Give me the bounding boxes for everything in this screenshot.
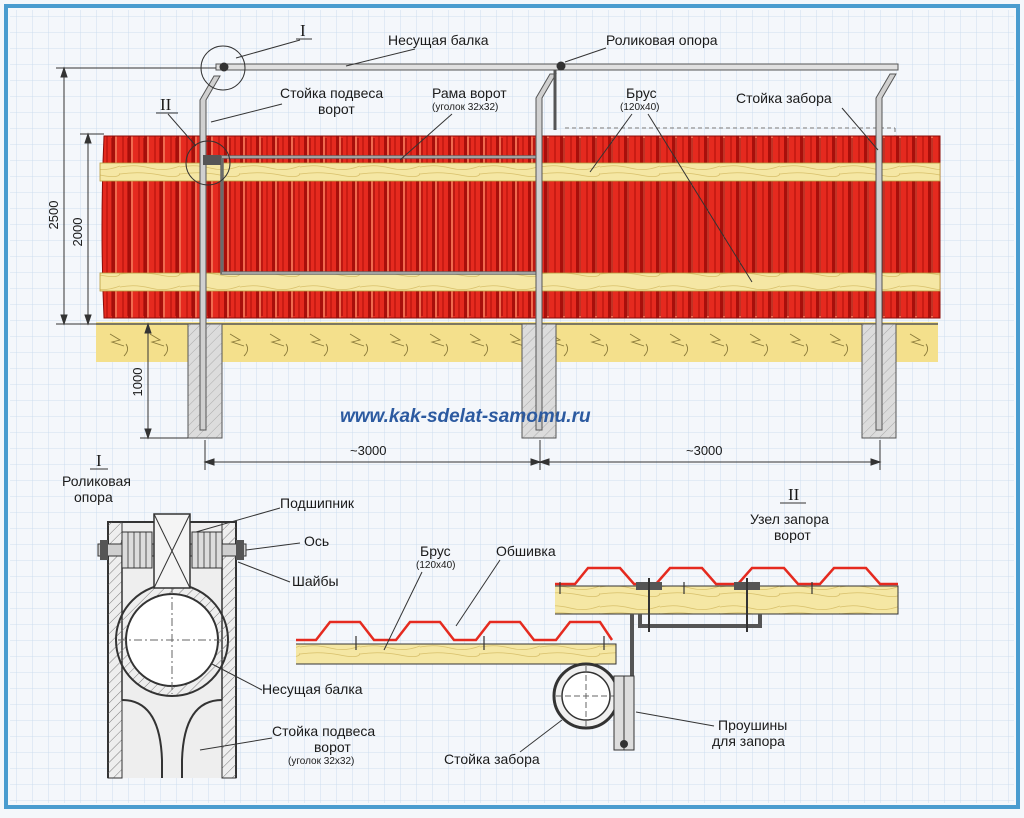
detail-I-title-2: опора bbox=[74, 489, 113, 505]
label-mark-I: I bbox=[300, 21, 306, 40]
label-gate-post: Стойка подвеса bbox=[280, 85, 383, 101]
dim-total-height: 2500 bbox=[46, 201, 61, 230]
detail-II-title-2: ворот bbox=[774, 527, 811, 543]
label-bearing-beam: Несущая балка bbox=[388, 32, 489, 48]
dimension-lines bbox=[56, 66, 882, 470]
detail-I-axle: Ось bbox=[304, 533, 329, 549]
detail-II-cladding: Обшивка bbox=[496, 543, 556, 559]
bar-bottom bbox=[99, 272, 941, 292]
detail-II-lugs-2: для запора bbox=[712, 733, 785, 749]
dim-depth: 1000 bbox=[130, 368, 145, 397]
watermark: www.kak-sdelat-samomu.ru bbox=[340, 406, 591, 427]
ground-strip bbox=[96, 322, 938, 362]
detail-II-mark: II bbox=[788, 485, 800, 504]
label-gate-frame-note: (уголок 32х32) bbox=[432, 102, 498, 113]
detail-I-roller-support: I Роликовая опора Подшипник Ось bbox=[62, 451, 375, 779]
label-fence-post: Стойка забора bbox=[736, 90, 832, 106]
detail-circle-II bbox=[185, 140, 231, 186]
detail-I-post-2: ворот bbox=[314, 739, 351, 755]
roller-middle bbox=[556, 61, 566, 71]
dim-span-right: ~3000 bbox=[686, 443, 723, 458]
label-bar: Брус bbox=[626, 85, 657, 101]
detail-II-title-1: Узел запора bbox=[750, 511, 829, 527]
detail-II-lugs-1: Проушины bbox=[718, 717, 787, 733]
label-mark-II: II bbox=[160, 95, 172, 114]
label-bar-size: (120х40) bbox=[620, 102, 659, 113]
fence-post bbox=[875, 73, 897, 431]
detail-I-bearing: Подшипник bbox=[280, 495, 355, 511]
detail-I-title-1: Роликовая bbox=[62, 473, 131, 489]
dim-sheet-height: 2000 bbox=[70, 218, 85, 247]
detail-I-washers: Шайбы bbox=[292, 573, 339, 589]
label-gate-post-2: ворот bbox=[318, 101, 355, 117]
detail-I-post-1: Стойка подвеса bbox=[272, 723, 375, 739]
detail-II-bar: Брус bbox=[420, 543, 451, 559]
detail-II-bar-size: (120х40) bbox=[416, 560, 455, 571]
detail-I-mark: I bbox=[96, 451, 102, 470]
detail-II-gate-lock: II Узел запора ворот Брус (120х40) bbox=[296, 485, 899, 767]
outer-frame bbox=[4, 4, 1020, 809]
detail-I-beam: Несущая балка bbox=[262, 681, 363, 697]
detail-I-post-note: (уголок 32х32) bbox=[288, 756, 354, 767]
label-roller-support: Роликовая опора bbox=[606, 32, 718, 48]
roller-left bbox=[219, 62, 229, 72]
detail-II-fence-post: Стойка забора bbox=[444, 751, 540, 767]
label-gate-frame: Рама ворот bbox=[432, 85, 507, 101]
dim-span-left: ~3000 bbox=[350, 443, 387, 458]
bar-top bbox=[99, 162, 941, 182]
